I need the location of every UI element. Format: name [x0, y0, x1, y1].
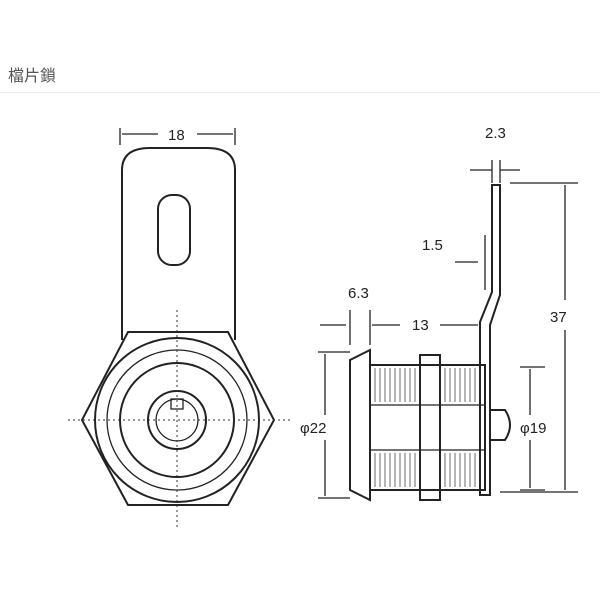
dim-phi22: φ22: [300, 420, 326, 437]
dim-6-3: 6.3: [348, 285, 369, 302]
dim-phi19: φ19: [520, 420, 546, 437]
page-title: 檔片鎖: [8, 68, 57, 85]
front-view: 18: [68, 127, 290, 530]
dim-37: 37: [550, 309, 567, 326]
dim-1-5: 1.5: [422, 237, 443, 254]
dim-18: 18: [168, 127, 185, 144]
dim-2-3: 2.3: [485, 125, 506, 142]
side-view: 2.3 1.5 6.3 13 37 φ22 φ19: [300, 125, 578, 502]
divider: [0, 92, 600, 93]
dim-13: 13: [412, 317, 429, 334]
